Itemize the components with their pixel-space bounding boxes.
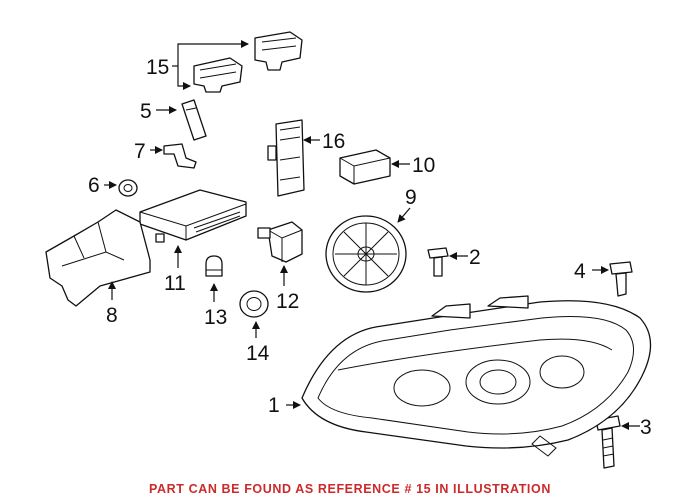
callout-12: 12 <box>276 290 299 313</box>
part-11-control-unit[interactable] <box>139 189 247 243</box>
part-9-cover[interactable] <box>325 215 407 293</box>
part-12-socket[interactable] <box>257 221 303 263</box>
callout-3: 3 <box>640 416 652 439</box>
part-16-module[interactable] <box>267 119 305 197</box>
callout-10: 10 <box>412 154 435 177</box>
callout-2: 2 <box>469 246 481 269</box>
callout-4: 4 <box>574 260 586 283</box>
part-10-module[interactable] <box>339 149 391 185</box>
part-1-headlamp-assembly[interactable] <box>301 295 652 457</box>
part-5-bracket[interactable] <box>181 99 207 141</box>
part-8-bracket[interactable] <box>45 209 151 307</box>
part-6-grommet[interactable] <box>118 179 138 197</box>
callout-16: 16 <box>322 130 345 153</box>
part-13-bulb[interactable] <box>205 255 223 277</box>
callout-7: 7 <box>134 140 146 163</box>
part-4-bolt[interactable] <box>609 261 633 297</box>
footer-note: PART CAN BE FOUND AS REFERENCE # 15 IN I… <box>149 482 551 496</box>
part-15-connectors[interactable] <box>193 31 303 93</box>
part-7-bracket[interactable] <box>163 143 197 169</box>
callout-5: 5 <box>140 100 152 123</box>
part-14-ring[interactable] <box>239 290 269 318</box>
callout-9: 9 <box>405 186 417 209</box>
callout-6: 6 <box>88 174 100 197</box>
part-2-screw[interactable] <box>427 247 449 277</box>
leader-9 <box>397 207 411 223</box>
callout-1: 1 <box>268 394 280 417</box>
leader-15 <box>172 40 249 90</box>
callout-8: 8 <box>106 304 118 327</box>
callout-14: 14 <box>246 342 270 365</box>
callout-15: 15 <box>146 56 169 79</box>
callout-13: 13 <box>204 306 227 329</box>
callout-11: 11 <box>164 272 186 295</box>
